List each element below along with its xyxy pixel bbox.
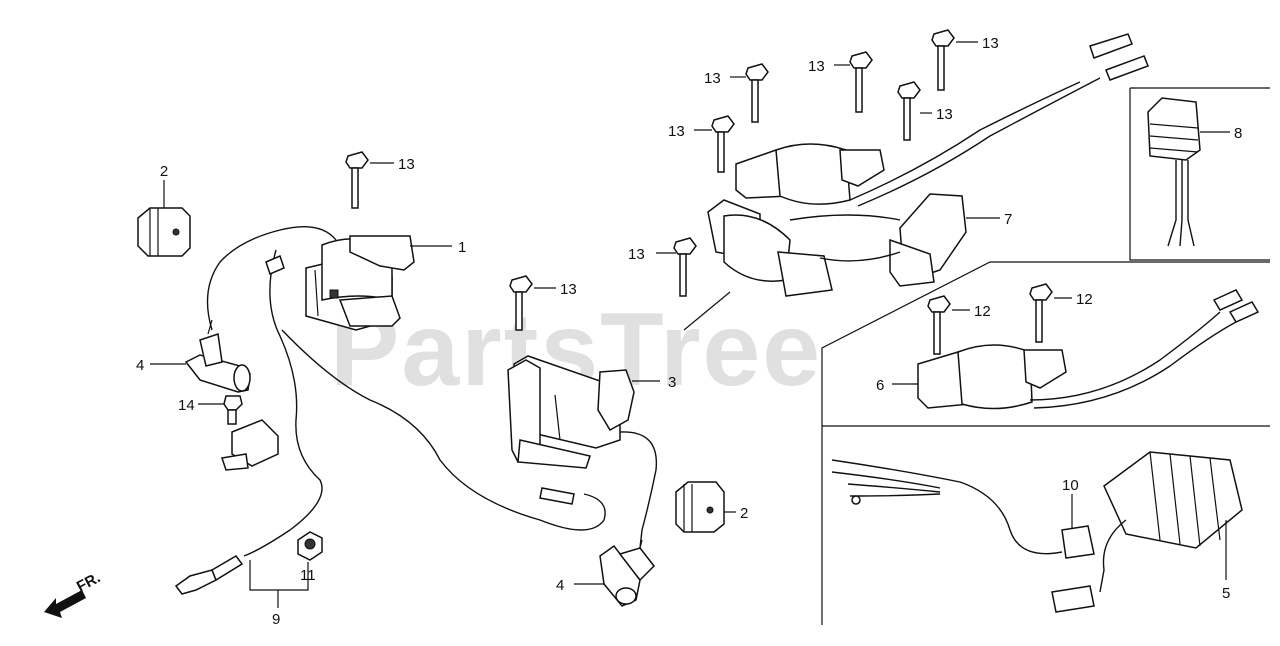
bolt-13-h <box>931 29 955 91</box>
part-6-charge-coil <box>917 289 1260 410</box>
inset-frame-8 <box>1129 88 1270 261</box>
callout-13-g: 13 <box>936 106 953 123</box>
callout-2-upper: 2 <box>160 163 168 180</box>
bolt-13-g <box>897 81 921 141</box>
bolt-13-a <box>345 151 369 209</box>
callout-8: 8 <box>1234 125 1242 142</box>
bolt-13-e <box>745 63 769 123</box>
callout-3: 3 <box>668 374 676 391</box>
leader-lines <box>150 41 1230 608</box>
part-9-sensor <box>174 419 279 595</box>
callout-7: 7 <box>1004 211 1012 228</box>
bolt-13-b <box>509 275 533 331</box>
callout-13-d: 13 <box>668 123 685 140</box>
callout-6: 6 <box>876 377 884 394</box>
part-2-grommet-upper <box>137 207 191 257</box>
front-label: FR. <box>74 569 103 595</box>
bolt-13-c <box>673 237 697 297</box>
part-5-rectifier <box>1099 451 1243 593</box>
part-11-grommet <box>297 531 323 561</box>
callout-2-lower: 2 <box>740 505 748 522</box>
callout-4-lower: 4 <box>556 577 564 594</box>
bolt-set <box>345 29 1053 355</box>
callout-13-e: 13 <box>704 70 721 87</box>
callout-12-a: 12 <box>974 303 991 320</box>
callout-labels: 2 1 3 4 4 14 2 7 8 6 5 10 11 9 13 13 13 … <box>136 35 1242 628</box>
inset-frames <box>821 87 1270 625</box>
callout-9: 9 <box>272 611 280 628</box>
callout-5: 5 <box>1222 585 1230 602</box>
front-indicator: FR. <box>44 569 103 618</box>
part-8-regulator <box>1147 97 1201 247</box>
part-4-plug-cap-lower <box>599 539 655 607</box>
bolt-13-d <box>711 115 735 173</box>
part-3-ignition-coil <box>507 355 635 469</box>
callout-10: 10 <box>1062 477 1079 494</box>
callout-14: 14 <box>178 397 195 414</box>
bolt-12-b <box>1029 283 1053 343</box>
callout-1: 1 <box>458 239 466 256</box>
callout-13-a: 13 <box>398 156 415 173</box>
part-1-ignition-coil <box>305 235 415 331</box>
front-arrow-icon <box>44 590 86 618</box>
part-2-grommet-lower <box>675 481 725 533</box>
callout-12-b: 12 <box>1076 291 1093 308</box>
part-14-bolt <box>223 395 243 425</box>
callout-11: 11 <box>300 567 316 584</box>
bolt-12-a <box>927 295 951 355</box>
inset-frame-6 <box>821 261 1270 625</box>
callout-13-f: 13 <box>808 58 825 75</box>
wiring-harness-left <box>206 226 658 557</box>
callout-13-h: 13 <box>982 35 999 52</box>
part-7-stator <box>683 33 1149 331</box>
part-10-connector <box>831 459 1095 613</box>
callout-4-left: 4 <box>136 357 144 374</box>
part-4-plug-cap-left <box>184 319 251 393</box>
callout-13-b: 13 <box>560 281 577 298</box>
callout-13-c: 13 <box>628 246 645 263</box>
bolt-13-f <box>849 51 873 113</box>
